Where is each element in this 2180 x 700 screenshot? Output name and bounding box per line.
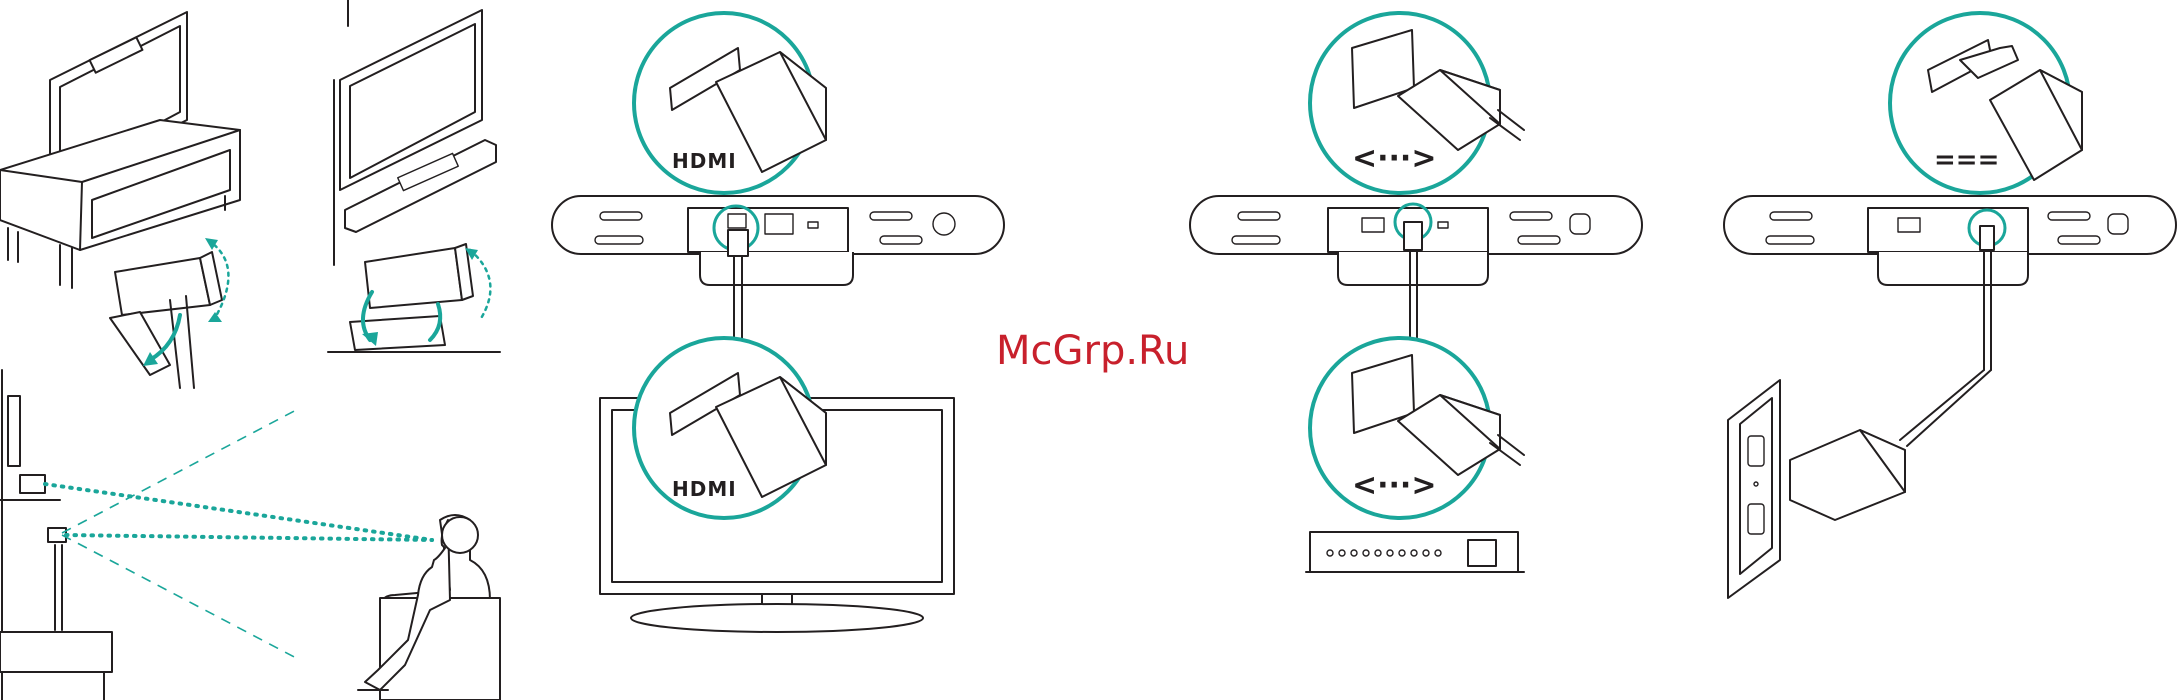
hdmi-label-tv: HDMI <box>672 477 737 501</box>
hdmi-callout-camera: HDMI <box>634 13 826 193</box>
hdmi-connection-panel: HDMI HDMI <box>552 13 1004 632</box>
wall-outlet <box>1728 380 1905 598</box>
hdmi-label-camera: HDMI <box>672 149 737 173</box>
wall-shelf-illustration <box>328 0 500 352</box>
tv-mount-illustration <box>0 12 240 288</box>
dc-power-symbol: === <box>1934 145 1999 175</box>
ethernet-connection-panel: <···> <···> <box>1190 13 1642 572</box>
ethernet-callout-camera: <···> <box>1310 13 1524 193</box>
camera-unit-2 <box>1190 196 1642 345</box>
power-connection-panel: === <box>1724 13 2176 598</box>
network-symbol-router: <···> <box>1352 468 1436 503</box>
network-symbol-camera: <···> <box>1352 141 1436 176</box>
watermark-text: McGrp.Ru <box>996 328 1189 374</box>
viewing-angle-illustration <box>0 370 500 700</box>
ethernet-callout-router: <···> <box>1310 338 1524 518</box>
power-callout: === <box>1890 13 2082 193</box>
router-device <box>1306 532 1524 572</box>
camera-tilt-illustration <box>110 238 228 388</box>
camera-unit-3 <box>1724 196 2176 370</box>
camera-unit-1 <box>552 196 1004 340</box>
